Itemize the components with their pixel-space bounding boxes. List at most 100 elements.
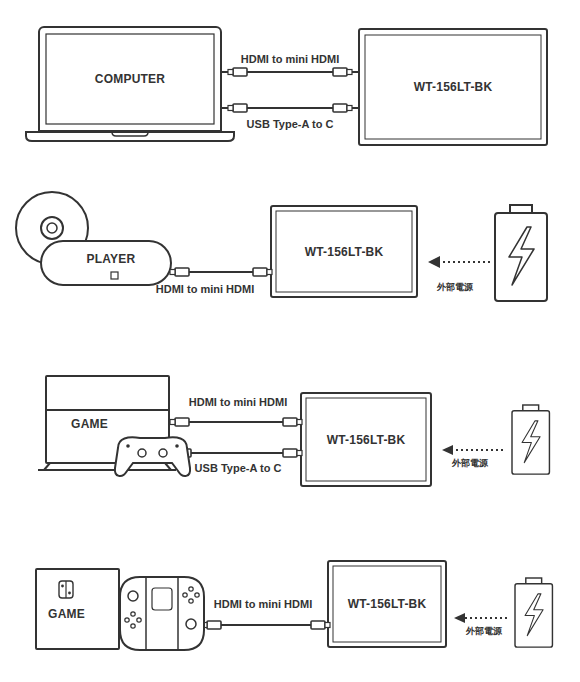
console-stand	[38, 463, 176, 470]
disc-ring	[41, 217, 63, 239]
cable	[170, 421, 300, 423]
plug-body	[333, 104, 347, 112]
device-name: PLAYER	[87, 252, 136, 266]
power-label: 外部電源	[437, 281, 473, 294]
power-arrow-head	[454, 613, 465, 623]
cable	[222, 71, 358, 73]
gamepad-stick	[138, 449, 146, 457]
device-box: COMPUTER	[38, 26, 222, 132]
plug-body	[283, 449, 297, 457]
console-split-line	[45, 409, 170, 411]
console-logo	[59, 581, 73, 598]
battery-symbol	[512, 405, 549, 474]
gamepad-stick	[159, 449, 167, 457]
plug-tip	[170, 420, 175, 425]
joy-button	[189, 599, 193, 603]
plug-body	[175, 418, 189, 426]
cable-plug	[228, 104, 247, 112]
laptop-screen	[46, 34, 214, 124]
device-name: WT-156LT-BK	[414, 80, 493, 94]
joy-controller-split	[145, 577, 147, 650]
device-box: WT-156LT-BK	[300, 392, 432, 487]
monitor-screen	[276, 211, 412, 292]
joy-button	[137, 618, 141, 622]
plug-tip	[347, 70, 352, 75]
cable-label: HDMI to mini HDMI	[156, 283, 254, 295]
disc-hole	[47, 223, 57, 233]
gamepad-button	[126, 444, 130, 448]
device-name: WT-156LT-BK	[305, 245, 384, 259]
cable	[222, 107, 358, 109]
power-arrow-head	[428, 256, 440, 268]
power-arrow-line	[465, 617, 507, 619]
cable	[120, 624, 327, 626]
device-name: GAME	[71, 417, 108, 431]
gamepad	[115, 437, 190, 476]
plug-tip	[347, 106, 352, 111]
laptop-base	[26, 132, 234, 141]
cable-plug	[228, 68, 247, 76]
cable-label: HDMI to mini HDMI	[241, 53, 339, 65]
joy-button	[195, 593, 199, 597]
power-arrow-line	[440, 261, 490, 263]
device-box: WT-156LT-BK	[358, 28, 548, 146]
cable-label: USB Type-A to C	[247, 118, 334, 130]
laptop-notch	[112, 132, 148, 136]
device-name: COMPUTER	[95, 72, 165, 86]
plug-body	[175, 268, 189, 276]
device-box: WT-156LT-BK	[327, 560, 447, 648]
cable-plug	[172, 449, 191, 457]
player-outline-shape	[41, 241, 171, 285]
device-name: WT-156LT-BK	[327, 433, 406, 447]
joy-button	[189, 587, 193, 591]
device-box: GAME	[45, 375, 170, 464]
plug-tip	[228, 106, 233, 111]
cable	[170, 452, 300, 454]
device-name: GAME	[48, 607, 85, 621]
console-logo-dot	[68, 592, 71, 595]
power-label: 外部電源	[466, 625, 502, 638]
plug-body	[177, 449, 191, 457]
cable-label: HDMI to mini HDMI	[189, 396, 287, 408]
monitor-screen	[333, 566, 441, 642]
plug-body	[207, 621, 221, 629]
monitor-screen	[306, 398, 426, 481]
monitor-screen	[365, 35, 541, 139]
plug-body	[253, 268, 267, 276]
cable-plug	[170, 418, 189, 426]
gamepad-button	[175, 444, 179, 448]
battery-symbol	[515, 578, 552, 647]
power-label: 外部電源	[452, 457, 488, 470]
cable-plug	[202, 621, 221, 629]
power-arrow-head	[442, 445, 453, 455]
device-name: WT-156LT-BK	[348, 597, 427, 611]
cable-plug	[333, 104, 352, 112]
cable-label: USB Type-A to C	[195, 462, 282, 474]
joy-controller	[120, 577, 204, 650]
cable-plug	[333, 68, 352, 76]
device-box: WT-156LT-BK	[270, 205, 418, 298]
joy-button	[131, 624, 135, 628]
joy-button	[131, 612, 135, 616]
joy-button	[125, 618, 129, 622]
plug-tip	[228, 70, 233, 75]
joy-controller-split	[177, 577, 179, 650]
console-logo-dot	[61, 585, 64, 588]
joy-controller-grip	[152, 588, 172, 610]
console-logo-split	[65, 581, 66, 598]
joy-stick	[186, 619, 196, 629]
plug-body	[233, 104, 247, 112]
plug-body	[333, 68, 347, 76]
joy-button	[183, 593, 187, 597]
cable-plug	[170, 268, 189, 276]
cable-label: HDMI to mini HDMI	[214, 598, 312, 610]
device-box: PLAYER	[40, 240, 172, 286]
device-box: GAME	[35, 568, 120, 650]
plug-tip	[202, 623, 207, 628]
plug-body	[283, 418, 297, 426]
power-arrow-line	[453, 449, 503, 451]
plug-body	[233, 68, 247, 76]
